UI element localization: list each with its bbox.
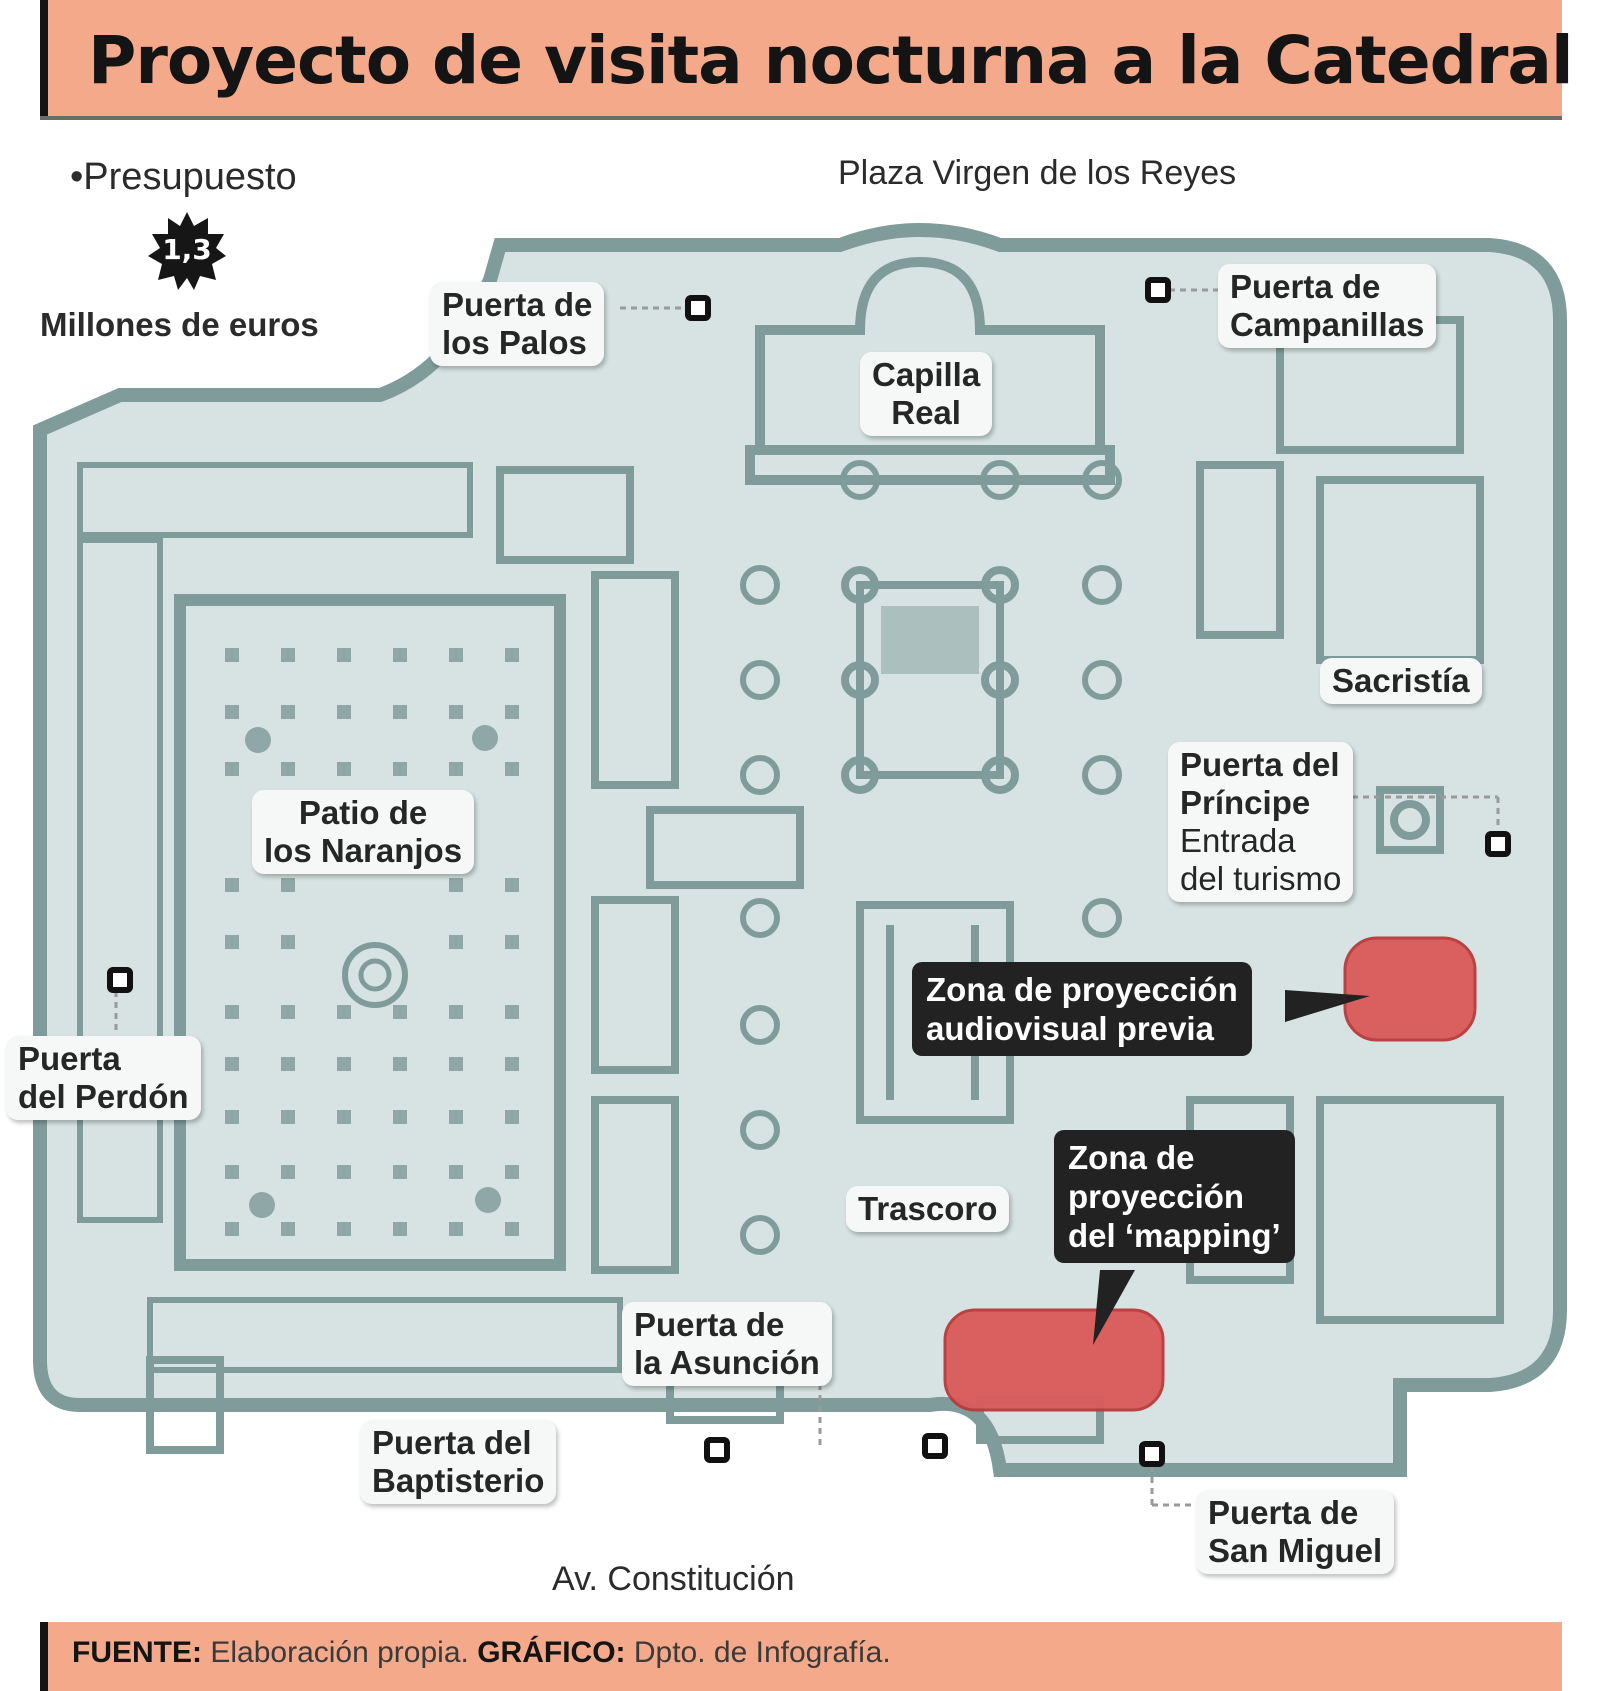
label-patio-de-los-naranjos-line1: Patio de: [298, 794, 428, 831]
label-entrada-turismo-line1: Entrada: [1180, 822, 1296, 859]
budget-value: 1,3: [162, 233, 212, 266]
budget-starburst-icon: [148, 212, 226, 290]
label-puerta-de-la-asuncion-line2: la Asunción: [634, 1344, 820, 1381]
credits-banner: [40, 1622, 1562, 1691]
puerta-principe-marker: [1485, 831, 1511, 857]
label-puerta-del-perdon-line2: del Perdón: [18, 1078, 189, 1115]
callout-zona-mapping-line3: del ‘mapping’: [1068, 1217, 1281, 1254]
label-patio-de-los-naranjos-line2: los Naranjos: [264, 832, 463, 869]
title-banner-rule: [40, 116, 1562, 120]
graphic-value: Dpto. de Infografía.: [633, 1636, 891, 1669]
label-sacristia: Sacristía: [1320, 658, 1482, 704]
puerta-perdon-marker: [107, 967, 133, 993]
label-puerta-del-perdon: Puerta del Perdón: [6, 1036, 201, 1120]
mapping-zone: [943, 1308, 1165, 1412]
label-puerta-del-baptisterio-line1: Puerta del: [372, 1424, 532, 1461]
puerta-campanillas-marker: [1145, 277, 1171, 303]
patio-tree: [472, 725, 498, 751]
label-puerta-del-perdon-line1: Puerta: [18, 1040, 121, 1077]
callout-zona-mapping-line2: proyección: [1068, 1178, 1245, 1215]
entrance-markers: [107, 277, 1511, 1467]
label-puerta-de-san-miguel-line2: San Miguel: [1208, 1532, 1383, 1569]
label-puerta-de-campanillas: Puerta de Campanillas: [1218, 264, 1437, 348]
puerta-san-miguel-marker: [1139, 1441, 1165, 1467]
patio-orange-trees: [225, 648, 519, 1236]
audiovisual-callout-pointer: [1285, 990, 1370, 1022]
puerta-asuncion-marker: [922, 1433, 948, 1459]
puerta-baptisterio-marker: [704, 1437, 730, 1463]
source-label: FUENTE:: [72, 1636, 202, 1669]
label-puerta-de-los-palos: Puerta de los Palos: [430, 282, 605, 366]
label-trascoro-text: Trascoro: [858, 1190, 998, 1227]
label-puerta-del-principe-line2: Príncipe: [1180, 784, 1311, 821]
label-puerta-del-baptisterio: Puerta del Baptisterio: [360, 1420, 557, 1504]
label-puerta-de-campanillas-line2: Campanillas: [1230, 306, 1425, 343]
street-bottom-label: Av. Constitución: [552, 1560, 795, 1598]
altar-structure: [841, 566, 1019, 794]
callout-zona-audiovisual-line2: audiovisual previa: [926, 1010, 1214, 1047]
label-entrada-turismo-line2: del turismo: [1180, 860, 1342, 897]
patio-west-wing: [77, 537, 163, 1223]
street-top-label: Plaza Virgen de los Reyes: [838, 154, 1237, 192]
patio-fountain-inner: [358, 958, 392, 992]
patio-tree: [245, 727, 271, 753]
callout-zona-audiovisual: Zona de proyección audiovisual previa: [912, 962, 1252, 1056]
source-value: Elaboración propia.: [210, 1636, 469, 1669]
callout-zona-mapping: Zona de proyección del ‘mapping’: [1054, 1130, 1295, 1263]
budget-heading: •Presupuesto: [70, 156, 297, 198]
label-capilla-real-line1: Capilla: [872, 356, 981, 393]
label-puerta-de-los-palos-line2: los Palos: [442, 324, 587, 361]
label-capilla-real-line2: Real: [891, 394, 961, 431]
graphic-label: GRÁFICO:: [477, 1636, 626, 1669]
label-puerta-del-principe-line1: Puerta del: [1180, 746, 1340, 783]
label-puerta-de-san-miguel: Puerta de San Miguel: [1196, 1490, 1395, 1574]
nave-pillars: [740, 460, 1122, 1255]
patio-south-wing: [147, 1297, 623, 1373]
label-trascoro: Trascoro: [846, 1186, 1010, 1232]
label-capilla-real: Capilla Real: [860, 352, 993, 436]
title-banner: [40, 0, 1562, 120]
patio-tree: [475, 1187, 501, 1213]
label-puerta-de-la-asuncion: Puerta de la Asunción: [622, 1302, 832, 1386]
mapping-callout-pointer: [1093, 1270, 1135, 1345]
label-puerta-de-san-miguel-line1: Puerta de: [1208, 1494, 1359, 1531]
label-sacristia-text: Sacristía: [1332, 662, 1470, 699]
credits-text: FUENTE: Elaboración propia. GRÁFICO: Dpt…: [72, 1636, 891, 1670]
puerta-palos-marker: [685, 295, 711, 321]
patio-courtyard: [174, 594, 566, 1271]
patio-north-wing: [77, 462, 473, 538]
label-patio-de-los-naranjos: Patio de los Naranjos: [252, 790, 475, 874]
callout-zona-audiovisual-line1: Zona de proyección: [926, 971, 1238, 1008]
patio-fountain: [342, 942, 408, 1008]
label-puerta-del-baptisterio-line2: Baptisterio: [372, 1462, 545, 1499]
label-puerta-de-la-asuncion-line1: Puerta de: [634, 1306, 785, 1343]
callout-zona-mapping-line1: Zona de: [1068, 1139, 1195, 1176]
audiovisual-zone: [1343, 936, 1477, 1042]
label-puerta-de-los-palos-line1: Puerta de: [442, 286, 593, 323]
label-puerta-del-principe: Puerta del Príncipe Entrada del turismo: [1168, 742, 1354, 902]
west-chapels: [496, 466, 804, 1274]
budget-unit: Millones de euros: [40, 306, 319, 343]
patio-tree: [249, 1192, 275, 1218]
page-title: Proyecto de visita nocturna a la Catedra…: [88, 22, 1574, 99]
label-puerta-de-campanillas-line1: Puerta de: [1230, 268, 1381, 305]
